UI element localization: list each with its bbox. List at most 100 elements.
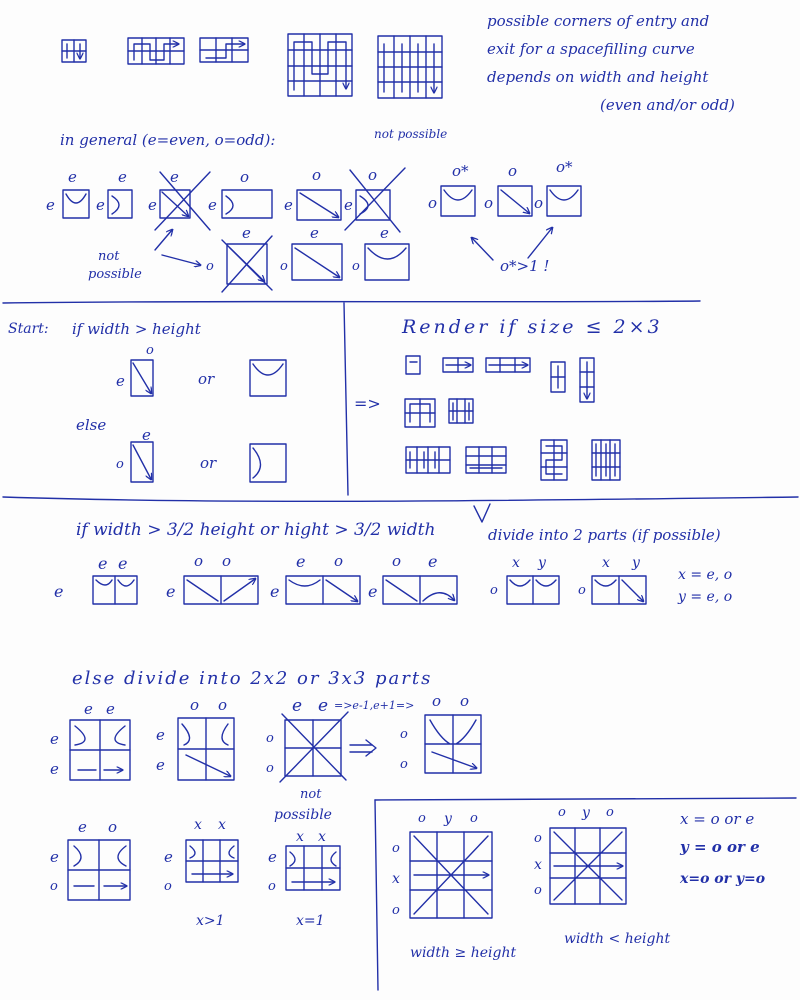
render-sketch (448, 398, 474, 424)
implies-label: => (354, 394, 381, 413)
x-label: x (602, 555, 610, 571)
render-sketch (485, 357, 530, 373)
even-label: e (170, 168, 179, 186)
odd-label: o (268, 879, 276, 894)
odd-label: o (266, 731, 274, 746)
odd-label: o (534, 883, 542, 898)
not-possible-label: not (300, 787, 322, 802)
render-sketch (540, 439, 568, 481)
even-label: e (106, 700, 115, 718)
grid-2x2 (177, 717, 234, 780)
even-label: e (208, 196, 217, 214)
y-label: y (538, 555, 546, 571)
start-label: Start: (8, 321, 49, 337)
even-label: e (96, 196, 105, 214)
even-label: e (142, 426, 151, 444)
odd-label: o (392, 552, 402, 570)
case-box (107, 189, 133, 219)
odd-label: o (534, 194, 544, 212)
even-label: e (428, 552, 438, 571)
case-box (183, 576, 258, 605)
even-label: e (118, 168, 127, 186)
even-label: e (78, 818, 87, 836)
even-label: e (268, 848, 277, 866)
odd-label: o (484, 194, 494, 212)
caption-width-ge-height: width ≥ height (410, 945, 517, 961)
render-sketch (465, 446, 507, 474)
odd-label: o (222, 552, 232, 570)
x-label: x (392, 871, 400, 887)
odd-label: o (534, 831, 542, 846)
or-label: or (198, 370, 215, 388)
odd-label: o (460, 692, 470, 710)
case-box (296, 189, 342, 221)
odd-label: o (108, 818, 118, 836)
separator-line (343, 302, 349, 496)
odd-label: o (392, 841, 400, 856)
even-label: e (156, 726, 165, 744)
render-title: Render if size ≤ 2×3 (402, 316, 663, 338)
transition-label: =>e-1,e+1=> (334, 699, 415, 712)
even-label: e (292, 696, 303, 716)
case-box (497, 185, 533, 217)
odd-label: o (428, 194, 438, 212)
grid-sketch (287, 33, 353, 97)
case-box (591, 575, 646, 604)
case-box (249, 359, 287, 397)
case-box (291, 243, 343, 281)
case-box (221, 235, 273, 293)
note-line: (even and/or odd) (600, 96, 735, 114)
caption-width-lt-height: width < height (564, 931, 671, 947)
odd-label: o (266, 761, 274, 776)
odd-label: o (50, 879, 58, 894)
grid-2x2 (279, 711, 349, 783)
case-box (344, 167, 406, 233)
even-label: e (54, 582, 64, 601)
y-label: y (582, 805, 590, 821)
even-label: e (368, 582, 378, 601)
general-title: in general (e=even, o=odd): (60, 131, 276, 149)
note-line: exit for a spacefilling curve (487, 40, 695, 58)
not-possible-label: not (98, 249, 120, 264)
render-sketch (442, 357, 473, 373)
not-possible-label: possible (88, 267, 142, 282)
odd-label: o (194, 552, 204, 570)
grid-2x2 (185, 839, 239, 883)
odd-label: o (334, 552, 344, 570)
x-condition: x>1 (196, 913, 225, 929)
case-box (382, 575, 457, 604)
even-label: e (318, 696, 329, 716)
x-label: x (534, 857, 542, 873)
odd-label: o (312, 166, 322, 184)
render-sketch (404, 398, 436, 428)
grid-sketch (377, 35, 443, 99)
else-label: else (76, 416, 107, 434)
case-box (506, 575, 560, 605)
arrow-line (154, 230, 172, 251)
case-box (154, 171, 211, 231)
odd-label: o (368, 166, 378, 184)
odd-label: o (508, 162, 518, 180)
even-label: e (270, 582, 280, 601)
odd-label: o (578, 583, 586, 598)
case-box (221, 189, 273, 219)
y-label: y (444, 811, 452, 827)
x-label: x (218, 817, 226, 833)
odd-label: o (116, 457, 124, 472)
not-possible-label: not possible (374, 127, 448, 141)
odd-label: o (190, 696, 200, 714)
divide-condition: if width > 3/2 height or hight > 3/2 wid… (76, 520, 436, 540)
even-label: e (50, 760, 59, 778)
divide-result: divide into 2 parts (if possible) (488, 526, 721, 544)
odd-label: o (240, 168, 250, 186)
odd-label: o (146, 343, 154, 358)
or-label: or (200, 454, 217, 472)
start-condition: if width > height (72, 320, 201, 338)
case-box (62, 189, 90, 219)
grid-sketch (61, 39, 87, 62)
grid-2x2 (69, 719, 131, 781)
x-label: x (296, 829, 304, 845)
else-divide-title: else divide into 2x2 or 3x3 parts (72, 668, 433, 689)
arrow-line (365, 739, 377, 757)
o-star-note: o*>1 ! (500, 257, 550, 275)
